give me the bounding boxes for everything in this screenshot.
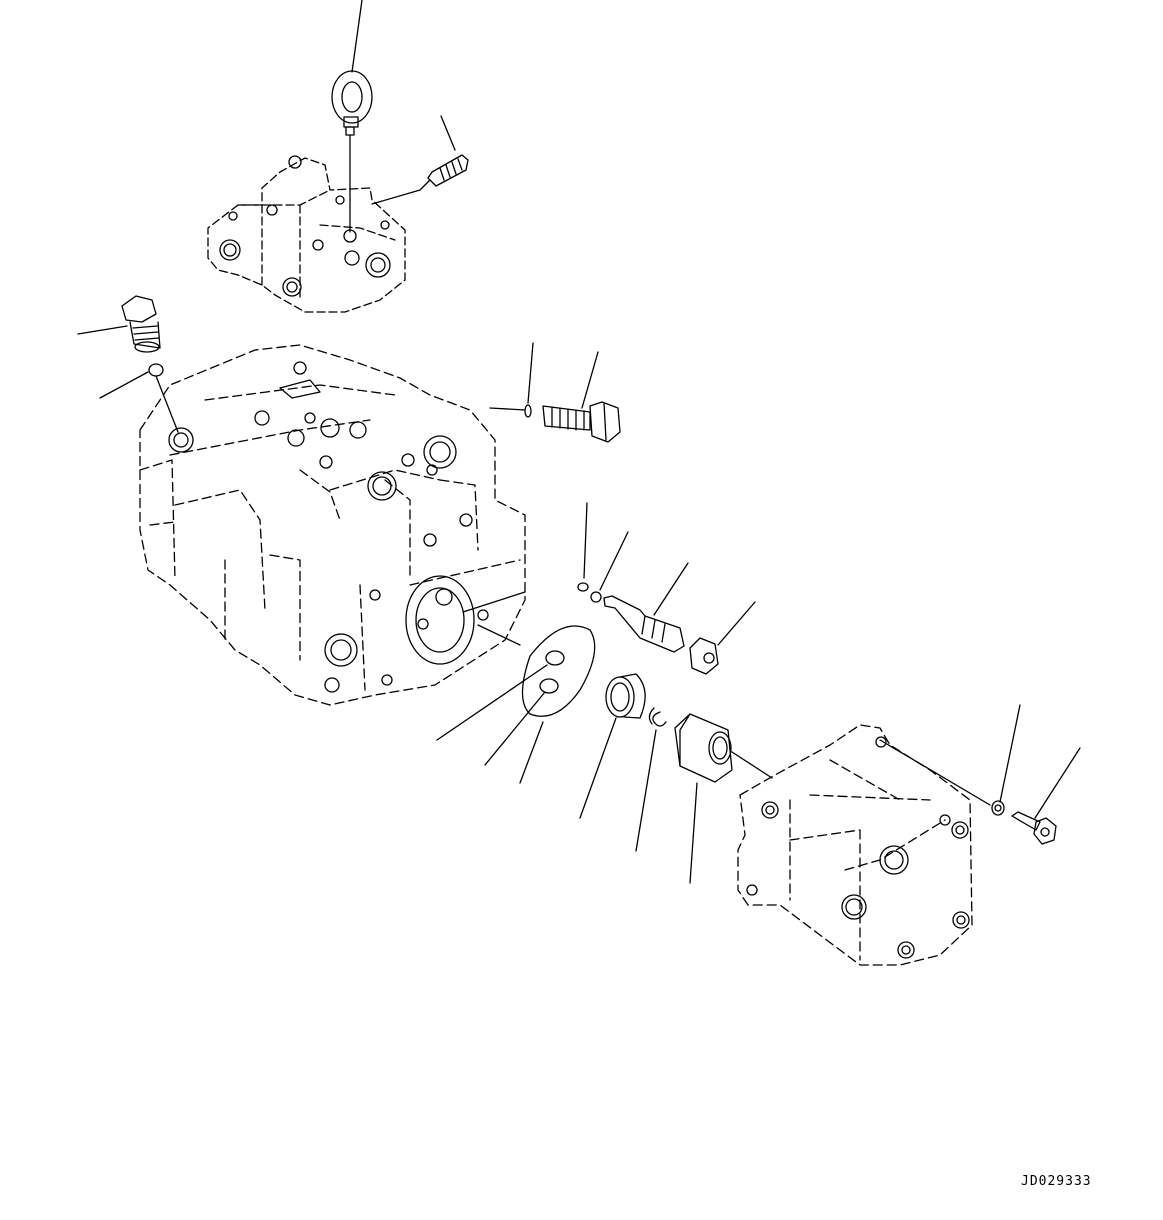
gear-pump-ports: [746, 736, 970, 959]
control-valve-block: [207, 157, 406, 313]
valve-spool: [603, 562, 689, 653]
main-pump-ports: [168, 361, 489, 693]
backup-ring: [577, 502, 629, 603]
drawing-code: JD029333: [1021, 1174, 1092, 1189]
gasket-plate: [436, 591, 596, 784]
spline-coupling: [674, 713, 773, 884]
mounting-bolt: [1011, 747, 1081, 845]
washer: [879, 704, 1021, 816]
plug-screw: [371, 115, 469, 205]
o-ring: [99, 363, 179, 433]
snap-ring: [635, 707, 667, 852]
small-o-ring: [489, 342, 534, 418]
flange-bolt: [77, 295, 161, 353]
hex-bolt: [542, 351, 621, 443]
control-valve-ports: [219, 155, 391, 297]
eyebolt: [331, 0, 373, 233]
nut: [689, 601, 756, 675]
main-pump-body: [139, 344, 526, 706]
bushing: [579, 673, 646, 819]
gear-pump: [737, 724, 973, 966]
